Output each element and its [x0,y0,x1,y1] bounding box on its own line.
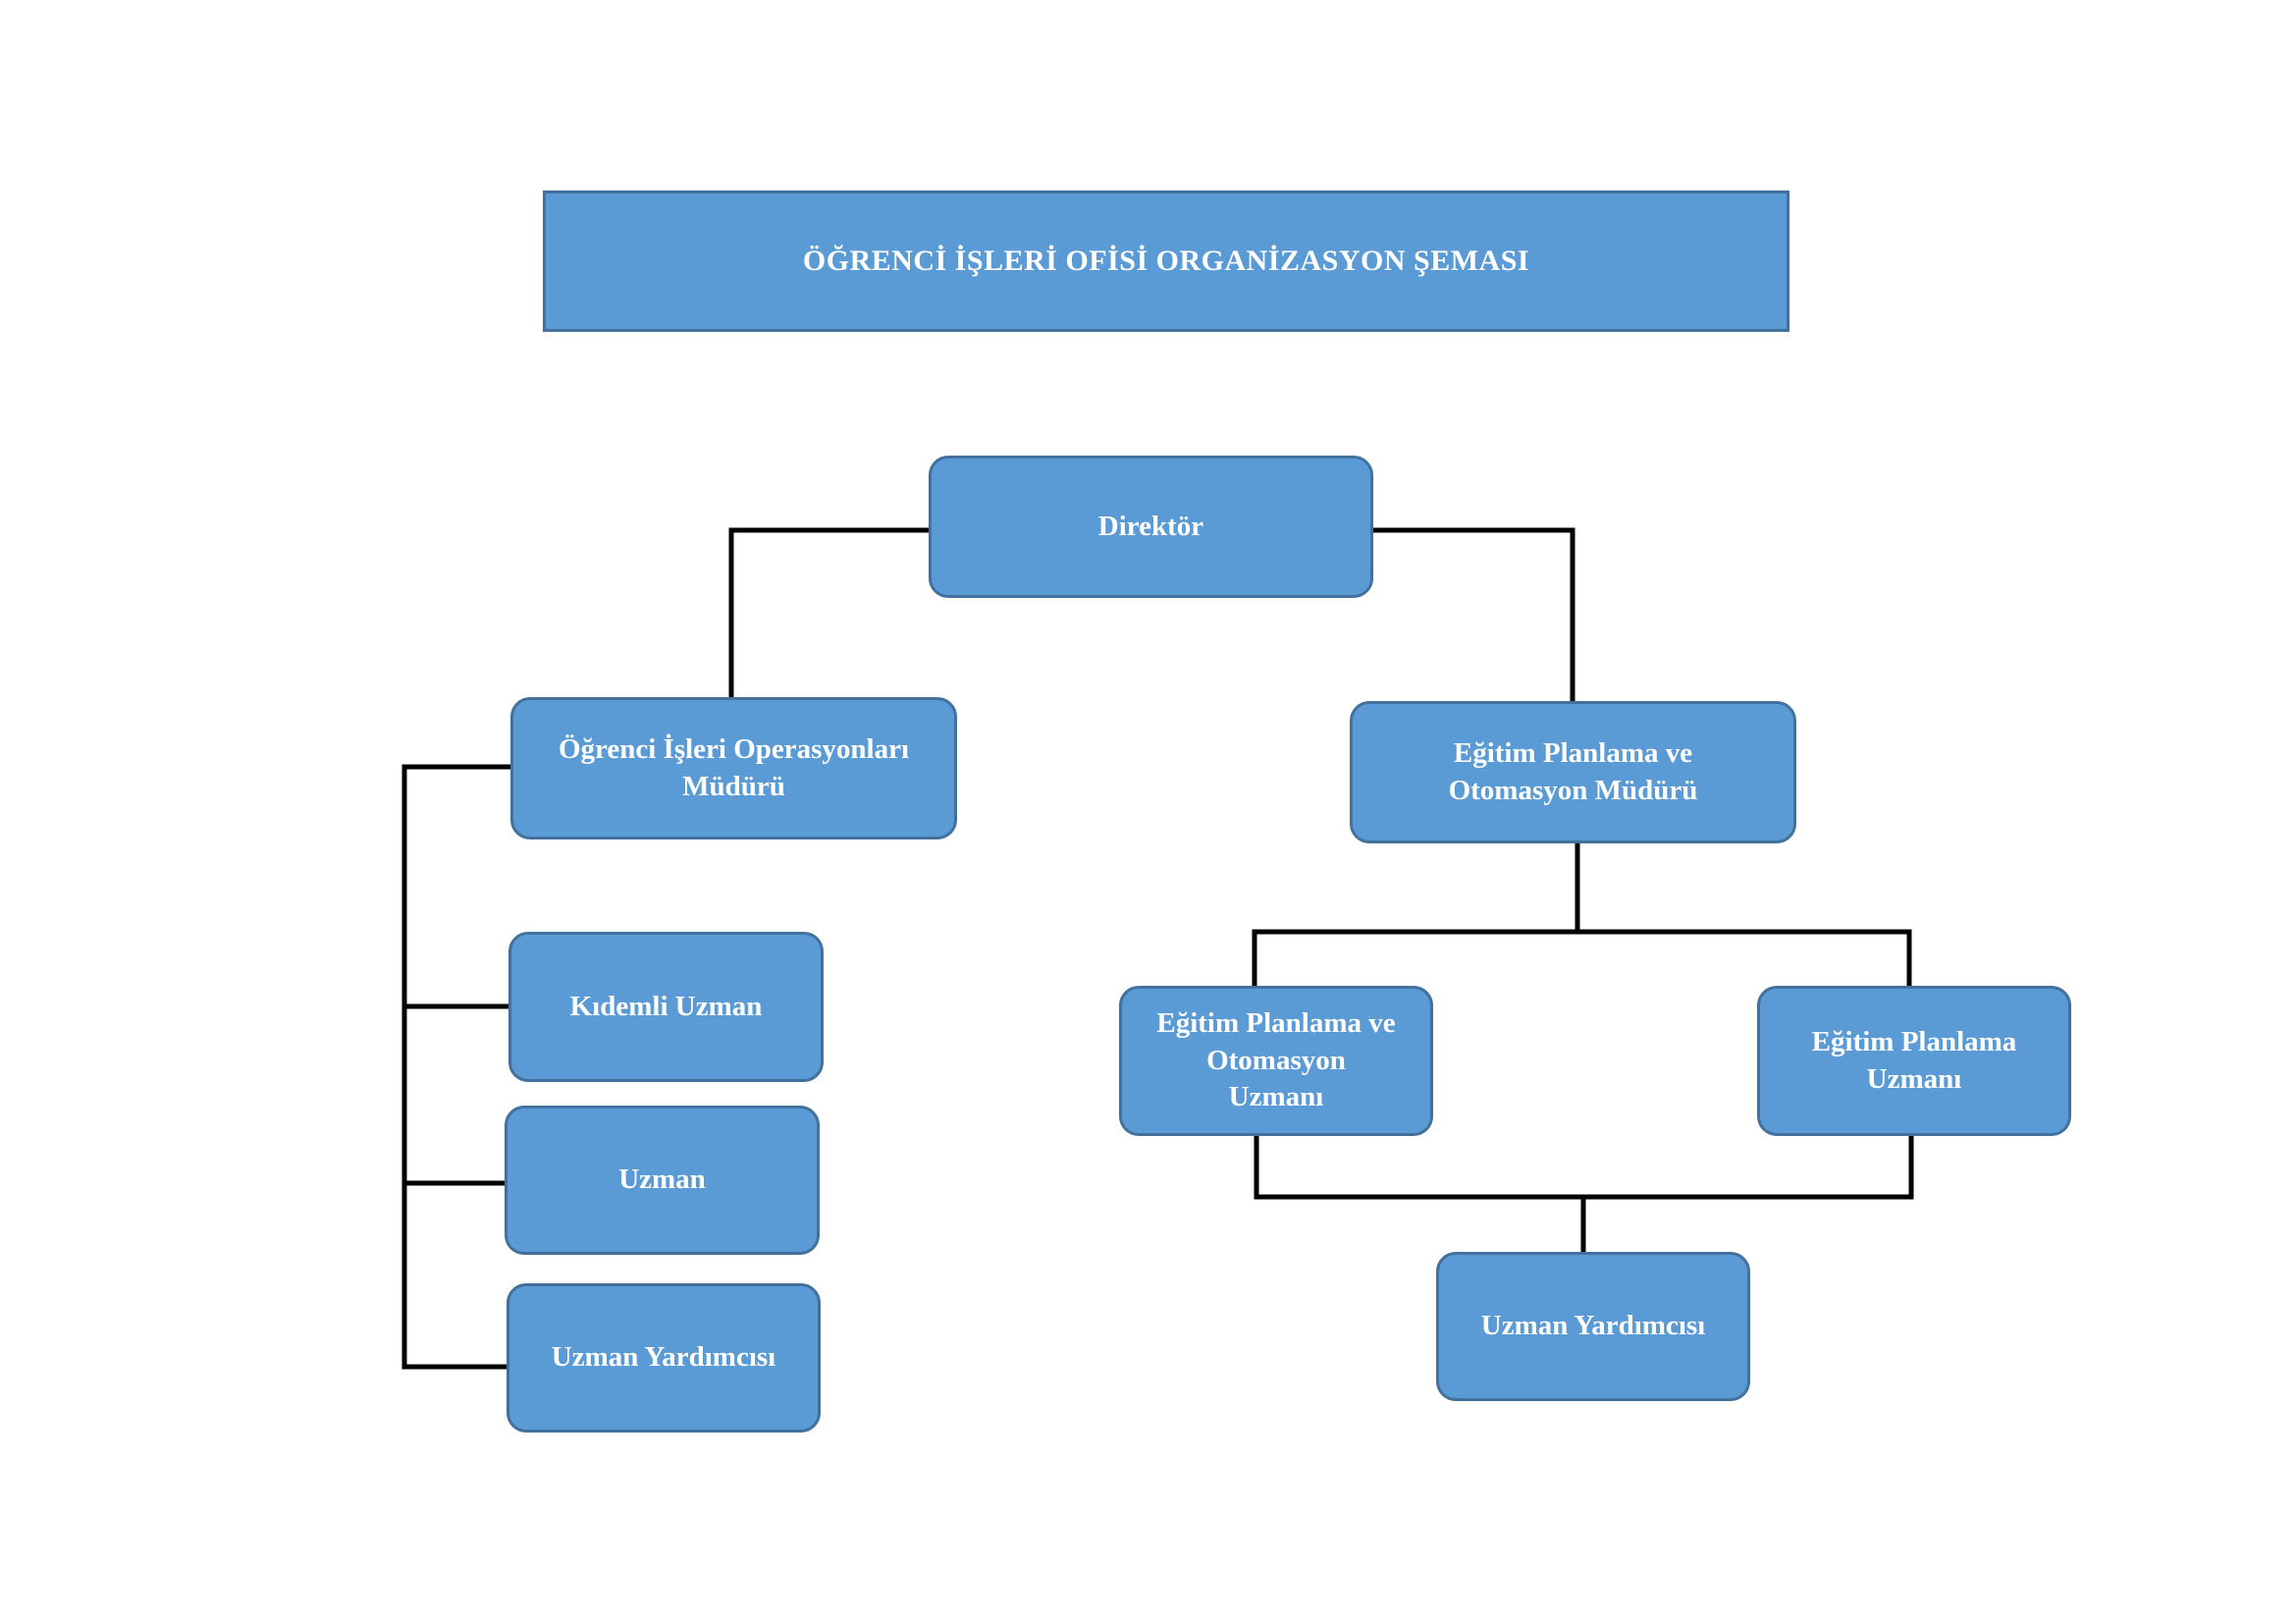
node-planning-automation-specialist: Eğitim Planlama ve Otomasyon Uzmanı [1119,986,1433,1136]
node-ops-manager: Öğrenci İşleri Operasyonları Müdürü [510,697,957,839]
node-director: Direktör [929,456,1373,598]
chart-title: ÖĞRENCİ İŞLERİ OFİSİ ORGANİZASYON ŞEMASI [543,190,1789,332]
node-senior-specialist: Kıdemli Uzman [508,932,824,1082]
node-assistant-right: Uzman Yardımcısı [1436,1252,1750,1401]
node-planning-specialist: Eğitim Planlama Uzmanı [1757,986,2071,1136]
node-assistant-left: Uzman Yardımcısı [507,1283,821,1433]
node-specialist: Uzman [505,1106,820,1255]
node-planning-manager: Eğitim Planlama ve Otomasyon Müdürü [1350,701,1796,843]
